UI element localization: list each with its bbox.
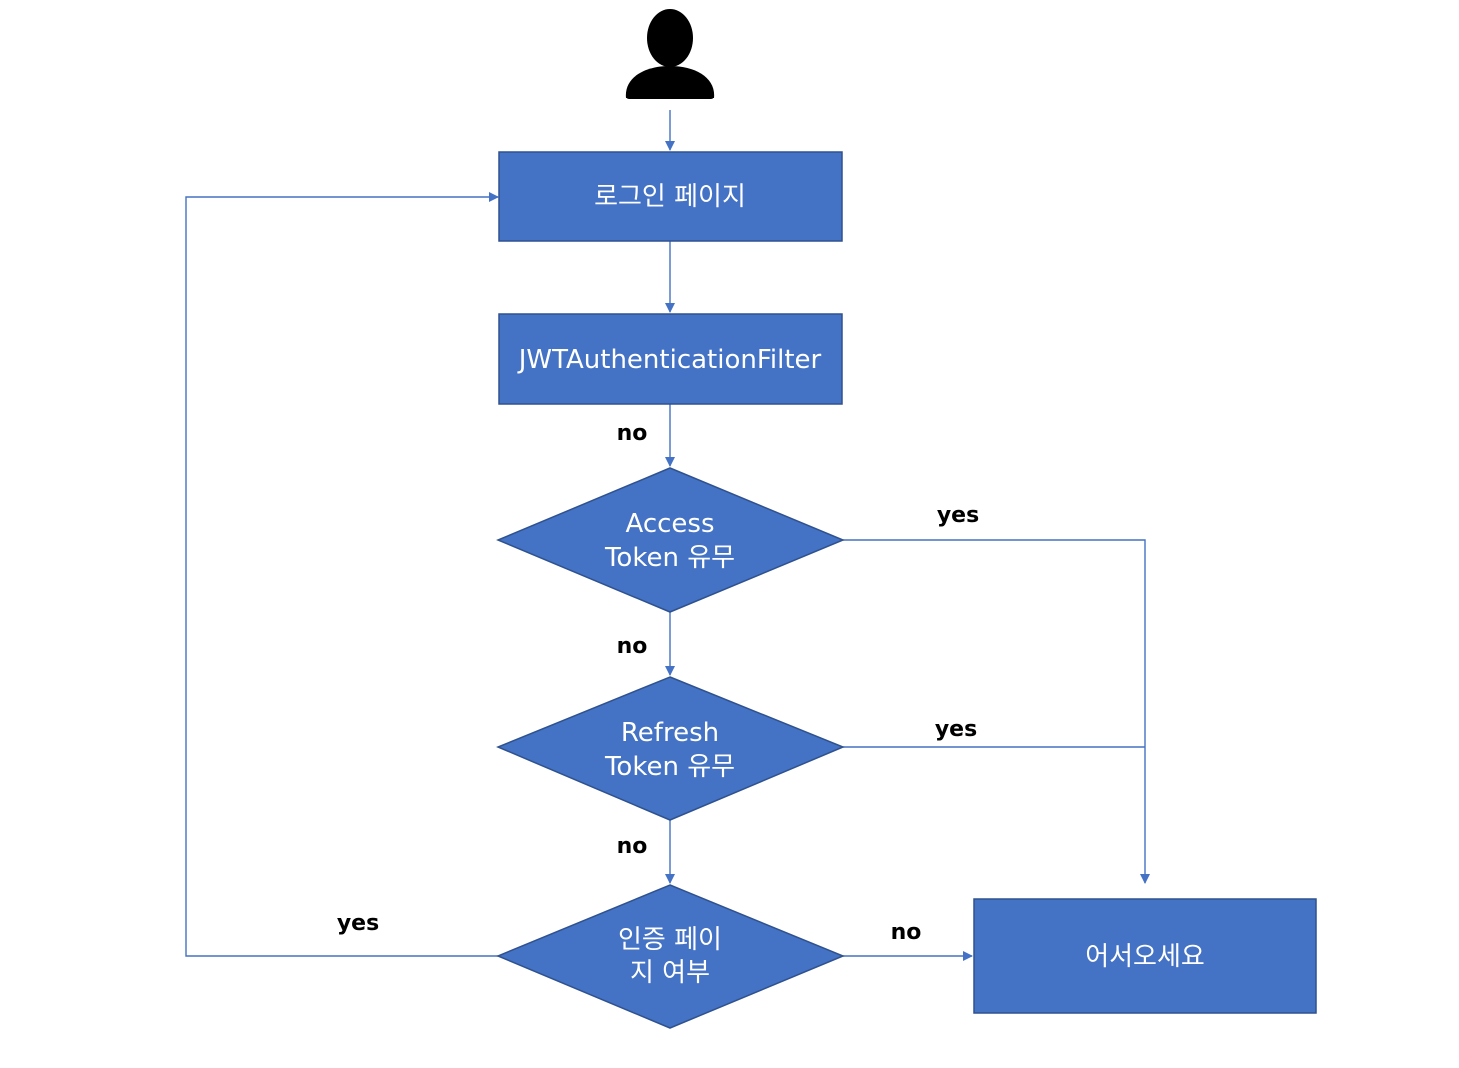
edge-label-access-yes: yes <box>937 503 979 528</box>
refresh-token-label-line1: Refresh <box>621 718 719 748</box>
auth-page-decision: 인증 페이 지 여부 <box>496 884 845 1029</box>
welcome-label: 어서오세요 <box>1085 942 1205 972</box>
connectors <box>185 110 1150 961</box>
edge-label-auth-no: no <box>891 920 922 945</box>
welcome-node: 어서오세요 <box>973 898 1317 1014</box>
jwt-filter-node: JWTAuthenticationFilter <box>498 313 843 405</box>
login-page-label: 로그인 페이지 <box>594 182 746 212</box>
access-token-decision: Access Token 유무 <box>496 467 845 613</box>
login-page-node: 로그인 페이지 <box>498 151 843 242</box>
edge-label-filter-no: no <box>617 421 648 446</box>
jwt-filter-label: JWTAuthenticationFilter <box>517 345 822 375</box>
edge-label-refresh-yes: yes <box>935 717 977 742</box>
edge-auth-yes-to-login <box>185 192 499 957</box>
access-token-label-line1: Access <box>625 509 714 539</box>
edge-access-yes-to-welcome <box>843 539 1150 884</box>
edge-label-auth-yes: yes <box>337 911 379 936</box>
edge-label-access-no: no <box>617 634 648 659</box>
auth-page-label-line1: 인증 페이 <box>618 925 722 955</box>
access-token-label-line2: Token 유무 <box>604 543 735 573</box>
refresh-token-decision: Refresh Token 유무 <box>496 676 845 821</box>
edge-label-refresh-no: no <box>617 834 648 859</box>
refresh-token-label-line2: Token 유무 <box>604 752 735 782</box>
auth-page-label-line2: 지 여부 <box>630 958 710 988</box>
user-icon <box>625 9 715 99</box>
